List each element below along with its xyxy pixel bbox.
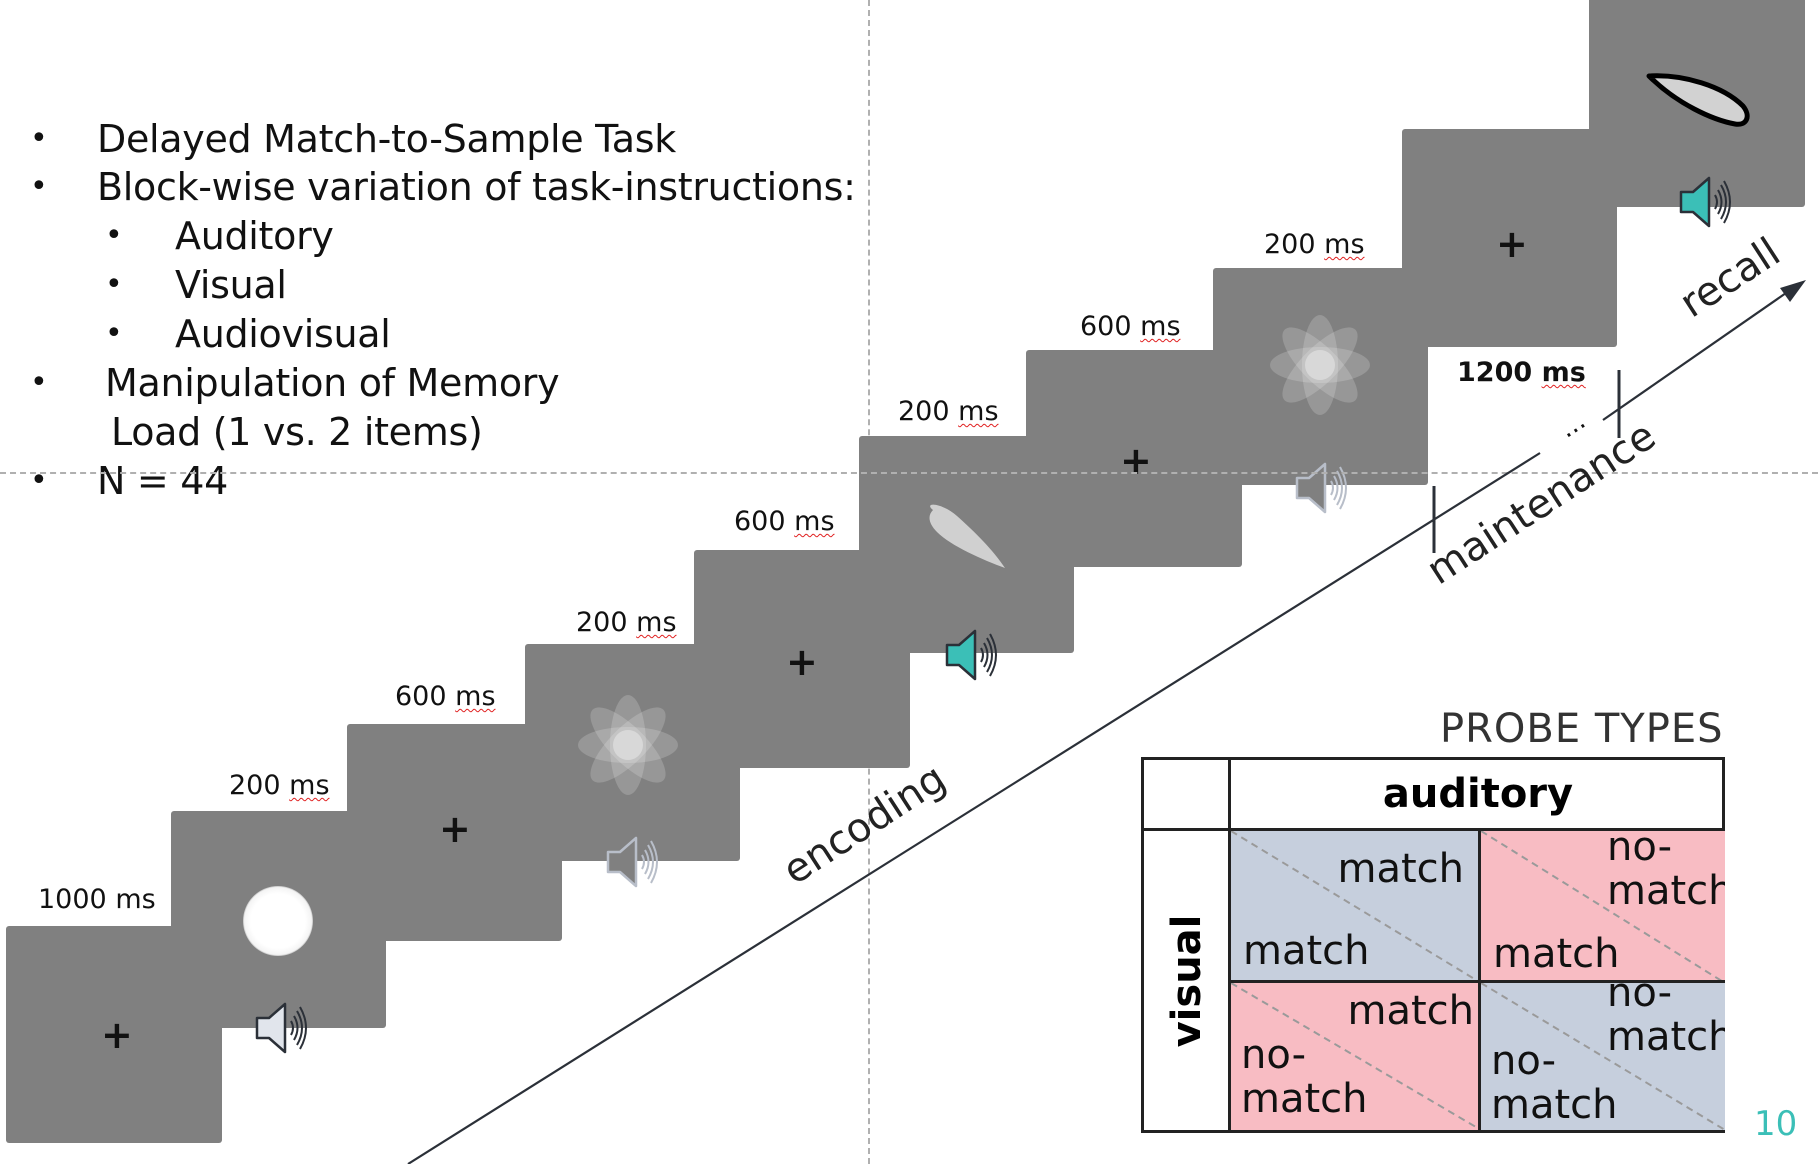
duration-label: 200 ms (229, 770, 330, 801)
bullet-subitem: Visual (175, 263, 287, 307)
bullet-dot: • (105, 267, 123, 302)
duration-label-maintenance: 1200 ms (1457, 357, 1586, 388)
bullet-item: Delayed Match-to-Sample Task (97, 117, 676, 161)
probe-teardrop-icon (1646, 73, 1750, 127)
fixation-cross-icon: + (439, 807, 471, 851)
duration-label: 1000 ms (38, 884, 156, 915)
speaker-inactive-icon (606, 836, 658, 888)
duration-label: 200 ms (1264, 229, 1365, 260)
cell-label-auditory: match (1347, 988, 1474, 1034)
probe-cell-match-nomatch: match no- match (1231, 983, 1481, 1130)
probe-cell-nomatch-match: no- match match (1481, 831, 1725, 983)
probe-cell-nomatch-nomatch: no- match no- match (1481, 983, 1725, 1130)
horizontal-guide-line (0, 472, 1818, 474)
duration-label: 600 ms (734, 506, 835, 537)
bullet-dot: • (105, 316, 123, 351)
fixation-cross-icon: + (1496, 222, 1528, 266)
duration-label: 200 ms (576, 607, 677, 638)
screen-fixation-maintenance: + (1402, 129, 1617, 347)
flower-stimulus-icon (578, 695, 678, 795)
cell-label-visual: match (1243, 928, 1370, 974)
bullet-dot: • (30, 463, 48, 498)
bullet-item: Block-wise variation of task-instruction… (97, 165, 856, 209)
bullet-dot: • (105, 218, 123, 253)
cell-label-visual: match (1493, 931, 1620, 977)
probe-cell-match-match: match match (1231, 831, 1481, 983)
flower-stimulus-icon (1270, 315, 1370, 415)
bullet-subitem: Auditory (175, 214, 334, 258)
bullet-item: N = 44 (97, 459, 228, 503)
column-header-cell: auditory (1231, 760, 1725, 831)
column-header-auditory: auditory (1382, 771, 1574, 817)
speaker-active-icon (945, 629, 997, 681)
cell-label-auditory: no- match (1607, 983, 1725, 1060)
cell-label-visual: no- match (1491, 1038, 1618, 1128)
cell-label-visual: no- match (1241, 1032, 1368, 1122)
fixation-cross-icon: + (101, 1013, 133, 1057)
speaker-active-icon (1679, 176, 1731, 228)
cell-label-auditory: match (1337, 846, 1464, 892)
bullet-continuation: Load (1 vs. 2 items) (111, 410, 483, 454)
duration-label: 600 ms (1080, 311, 1181, 342)
slide-number: 10 (1754, 1104, 1798, 1144)
duration-label: 600 ms (395, 681, 496, 712)
disc-stimulus-icon (243, 886, 313, 956)
duration-label: 200 ms (898, 396, 999, 427)
speaker-inactive-icon (1295, 462, 1347, 514)
bullet-item: Manipulation of Memory (105, 361, 560, 405)
probe-types-title: PROBE TYPES (1440, 706, 1724, 752)
table-corner-cell (1144, 760, 1231, 831)
bullet-dot: • (30, 169, 48, 204)
timeline-line-segment (1602, 292, 1787, 421)
fixation-cross-icon: + (786, 640, 818, 684)
bullet-subitem: Audiovisual (175, 312, 391, 356)
probe-types-table: auditory visual match match no- match ma… (1141, 757, 1725, 1133)
bullet-dot: • (30, 365, 48, 400)
row-header-cell: visual (1144, 831, 1231, 1130)
teardrop-stimulus-icon (929, 504, 1005, 568)
timeline-line-segment (407, 452, 1541, 1164)
arrowhead-icon (1780, 280, 1806, 302)
cell-label-auditory: no- match (1607, 831, 1725, 914)
screen-stimulus-flower-2 (1213, 268, 1428, 485)
screen-probe (1589, 0, 1805, 207)
bullet-dot: • (30, 121, 48, 156)
row-header-visual: visual (1164, 914, 1210, 1048)
speaker-inactive-icon (255, 1002, 307, 1054)
